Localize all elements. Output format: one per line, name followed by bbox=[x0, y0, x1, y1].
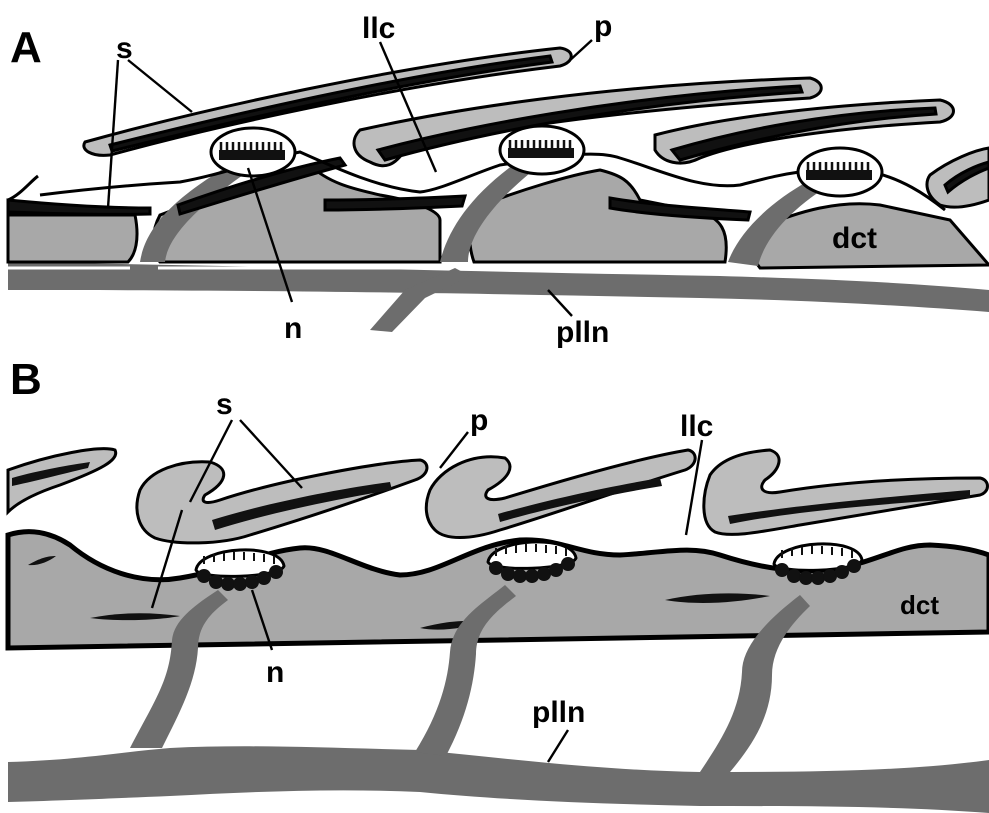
label-s-a: s bbox=[116, 32, 133, 65]
panel-b: B s p llc n plln dct bbox=[8, 355, 989, 813]
label-llc-a: llc bbox=[362, 12, 395, 45]
label-dct-b: dct bbox=[900, 590, 939, 620]
overlapping-scales-b bbox=[8, 449, 988, 543]
label-dct-a: dct bbox=[832, 222, 877, 255]
panel-label-b: B bbox=[10, 355, 42, 404]
label-plln-b: plln bbox=[532, 696, 585, 729]
label-n-b: n bbox=[266, 656, 284, 689]
label-p-a: p bbox=[594, 10, 612, 43]
panel-label-a: A bbox=[10, 23, 42, 72]
panel-a: A s llc p n plln dct bbox=[8, 10, 989, 349]
label-s-b: s bbox=[216, 388, 233, 421]
label-plln-a: plln bbox=[556, 316, 609, 349]
label-llc-b: llc bbox=[680, 410, 713, 443]
label-p-b: p bbox=[470, 404, 488, 437]
label-n-a: n bbox=[284, 312, 302, 345]
